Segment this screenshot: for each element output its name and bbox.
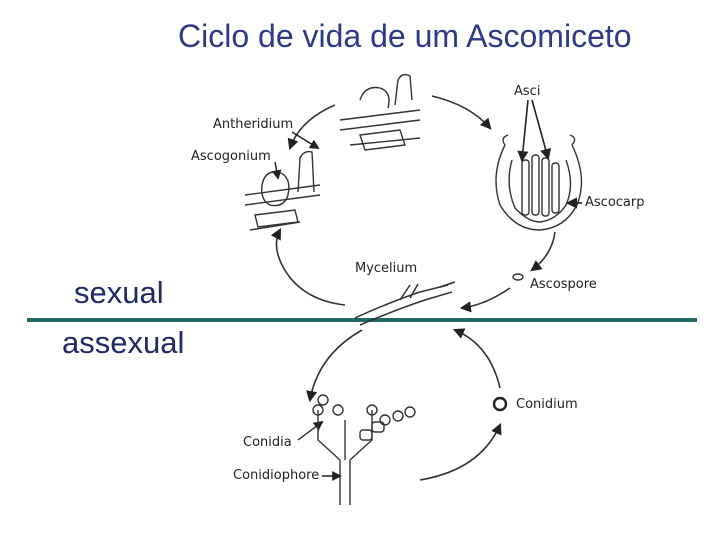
label-asci: Asci	[514, 84, 541, 99]
arrow-conidia-to-conidium	[419, 422, 502, 481]
pointer-ascogonium	[271, 161, 282, 180]
mycelium-hyphae	[354, 281, 456, 326]
arrow-to-ascocarp	[431, 95, 492, 130]
diagram-title: Ciclo de vida de um Ascomiceto	[178, 18, 632, 54]
label-conidium: Conidium	[516, 397, 578, 412]
label-mycelium: Mycelium	[355, 261, 418, 276]
conidium-cell	[492, 396, 508, 412]
arrow-mating-to-gametangia	[287, 104, 336, 151]
label-sexual: sexual	[74, 275, 164, 310]
label-ascogonium: Ascogonium	[191, 149, 271, 164]
label-conidia: Conidia	[243, 435, 292, 450]
label-ascocarp: Ascocarp	[585, 195, 645, 210]
phase-divider	[27, 318, 697, 322]
pointer-antheridium	[291, 131, 320, 150]
arrow-ascospore-to-mycelium	[459, 287, 511, 313]
label-antheridium: Antheridium	[213, 117, 294, 132]
pointer-asci-2	[531, 99, 552, 161]
arrow-conidium-to-mycelium	[452, 328, 501, 389]
arrow-mycelium-to-gametangia	[270, 228, 346, 306]
arrow-mycelium-to-conidiophore	[306, 329, 363, 403]
ascospore-cell	[512, 273, 524, 281]
ascocarp-structure	[495, 134, 583, 231]
gametangia	[244, 150, 321, 231]
conidiophore-structure	[312, 394, 416, 505]
arrow-ascocarp-to-ascospore	[530, 231, 556, 272]
label-asexual: assexual	[62, 325, 185, 360]
pointer-asci-1	[517, 99, 529, 163]
label-ascospore: Ascospore	[530, 277, 597, 292]
mating-hyphae-top	[339, 73, 421, 151]
label-conidiophore: Conidiophore	[233, 468, 320, 483]
